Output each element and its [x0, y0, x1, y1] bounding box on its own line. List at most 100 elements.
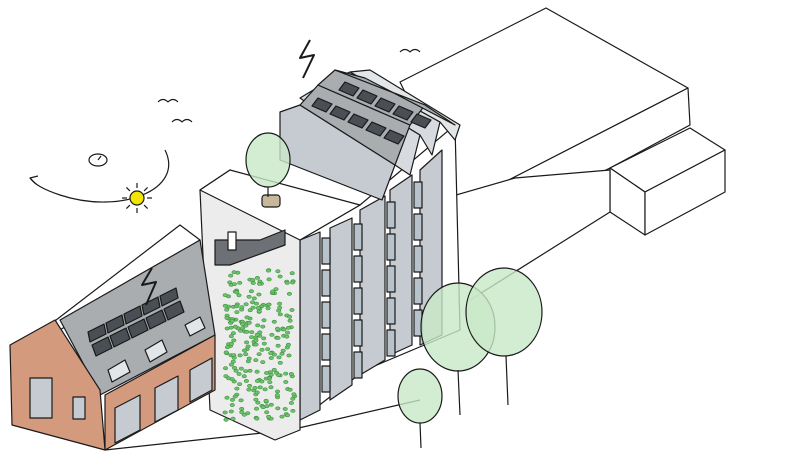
sun-ray — [143, 186, 149, 192]
window — [353, 255, 363, 283]
ivy-leaf — [274, 389, 280, 394]
ivy-leaf — [261, 341, 267, 346]
bird-icon — [399, 48, 421, 53]
ivy-leaf — [247, 368, 253, 373]
bird-icon — [171, 118, 193, 123]
solar-panel — [123, 305, 143, 325]
ivy-leaf — [255, 323, 261, 328]
ivy-leaf — [286, 291, 292, 296]
ivy-leaf — [290, 408, 296, 413]
ivy-leaf — [257, 385, 263, 390]
ivy-leaf — [275, 269, 281, 274]
ivy-leaf — [273, 287, 279, 292]
ivy-leaf — [222, 293, 228, 298]
ivy-leaf — [239, 410, 245, 415]
ivy-leaf — [253, 358, 259, 363]
ivy-leaf — [268, 385, 274, 390]
ivy-leaf — [231, 282, 237, 287]
ivy-leaf — [266, 302, 272, 307]
ivy-leaf — [246, 356, 252, 361]
clock-icon — [88, 153, 108, 167]
window — [386, 201, 396, 229]
ivy-leaf — [265, 347, 271, 352]
window — [353, 223, 363, 251]
ivy-leaf — [228, 409, 234, 414]
solar-panel — [87, 323, 107, 343]
ivy-leaf — [243, 379, 249, 383]
ivy-leaf — [256, 352, 262, 357]
ivy-leaf — [236, 372, 242, 376]
ivy-leaf — [279, 351, 285, 356]
ivy-leaf — [234, 290, 240, 295]
ivy-leaf — [277, 360, 283, 365]
solar-panel — [127, 318, 149, 339]
ivy-leaf — [224, 307, 230, 312]
solar-panel — [374, 97, 396, 113]
ivy-leaf — [285, 325, 291, 330]
ivy-leaf — [255, 306, 261, 310]
ivy-leaf — [281, 327, 287, 332]
ivy-leaf — [255, 379, 261, 383]
window — [386, 329, 396, 357]
ivy-leaf — [244, 329, 250, 334]
ivy-leaf — [232, 324, 238, 329]
ivy-leaf — [249, 330, 255, 335]
ivy-leaf — [247, 308, 253, 313]
window — [353, 319, 363, 347]
ivy-leaf — [289, 308, 295, 312]
ivy-leaf — [271, 319, 277, 324]
ivy-leaf — [279, 414, 285, 419]
ivy-leaf — [243, 302, 249, 307]
ivy-leaf — [266, 277, 272, 282]
solar-panel — [392, 105, 414, 121]
ivy-leaf — [247, 383, 253, 388]
ivy-leaf — [237, 353, 243, 358]
ivy-leaf — [244, 315, 250, 320]
ivy-leaf — [234, 310, 240, 315]
solar-panel — [311, 97, 333, 113]
ivy-leaf — [269, 332, 275, 337]
ivy-leaf — [259, 347, 265, 352]
ivy-leaf — [243, 352, 249, 357]
ivy-leaf — [277, 301, 283, 306]
ivy-leaf — [224, 316, 230, 320]
ivy-leaf — [228, 325, 234, 330]
ivy-leaf — [259, 379, 265, 384]
ivy-leaf — [275, 343, 281, 348]
ivy-leaf — [254, 369, 260, 374]
sun-path — [29, 149, 170, 213]
ivy-leaf — [253, 338, 259, 343]
ivy-leaf — [276, 373, 282, 378]
ivy-leaf — [246, 387, 252, 392]
solar-panel — [141, 296, 161, 316]
ivy-leaf — [236, 293, 242, 298]
ivy-leaf — [238, 398, 244, 403]
ivy-leaf — [271, 367, 277, 372]
ivy-leaf — [268, 356, 274, 360]
ivy-leaf — [246, 320, 252, 325]
ivy-leaf — [274, 393, 280, 398]
ivy-leaf — [230, 359, 236, 364]
ivy-leaf — [266, 376, 272, 381]
window — [353, 287, 363, 315]
birds — [157, 48, 421, 123]
solar-panels-tower — [311, 81, 432, 145]
ivy-leaf — [264, 404, 270, 409]
ivy-leaf — [230, 416, 236, 421]
sun-ray — [125, 204, 131, 210]
ivy-leaf — [223, 366, 229, 371]
tree-icon — [397, 368, 443, 424]
ivy-wall — [222, 268, 298, 422]
ivy-leaf — [254, 332, 260, 337]
ivy-leaf — [287, 314, 293, 319]
lightning-icon — [141, 267, 157, 306]
solar-panel — [383, 129, 405, 145]
ivy-leaf — [248, 289, 254, 294]
ivy-leaf — [254, 406, 260, 411]
solar-panel — [109, 327, 131, 348]
ivy-leaf — [250, 278, 256, 282]
window — [413, 245, 423, 273]
window — [386, 265, 396, 293]
ivy-leaf — [228, 273, 234, 278]
window — [386, 297, 396, 325]
